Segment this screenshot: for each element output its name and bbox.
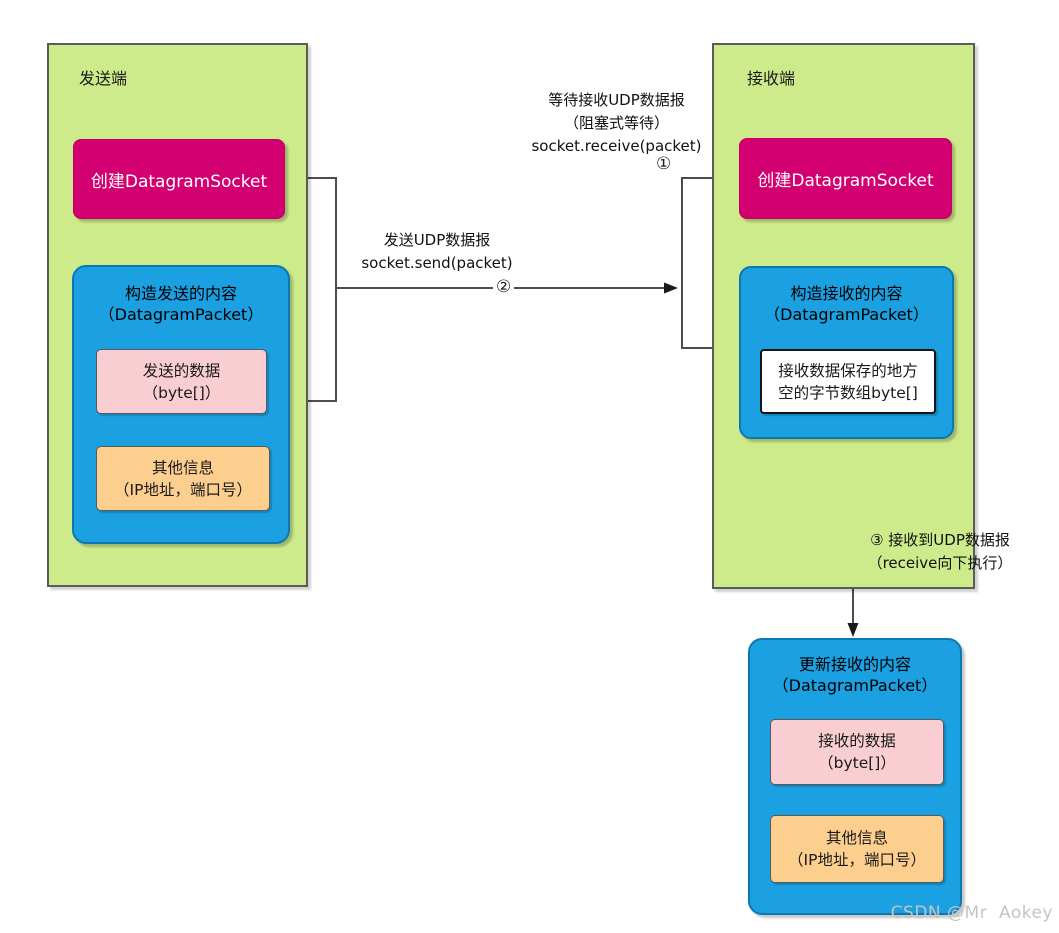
sender-create-socket-box: 创建DatagramSocket: [73, 139, 285, 219]
send-arrow-head: [664, 282, 678, 294]
sender-packet-title: 构造发送的内容 （DatagramPacket）: [98, 284, 264, 324]
updated-data-box: 接收的数据 （byte[]）: [770, 719, 944, 785]
receiver-create-socket-label: 创建DatagramSocket: [757, 171, 934, 191]
receiver-packet-title: 构造接收的内容 （DatagramPacket）: [764, 284, 929, 324]
receiver-buffer-box: 接收数据保存的地方 空的字节数组byte[]: [760, 349, 936, 414]
sender-data-box: 发送的数据 （byte[]）: [96, 349, 267, 414]
receiver-container: 接收端 创建DatagramSocket 构造接收的内容 （DatagramPa…: [712, 43, 975, 589]
receiver-label: 接收端: [747, 69, 796, 88]
receiver-packet-box: 构造接收的内容 （DatagramPacket） 接收数据保存的地方 空的字节数…: [739, 266, 954, 439]
receiver-create-socket-box: 创建DatagramSocket: [739, 138, 952, 219]
step3-arrow-head: [847, 623, 859, 637]
sender-packet-box: 构造发送的内容 （DatagramPacket） 发送的数据 （byte[]） …: [72, 265, 290, 544]
sender-label: 发送端: [79, 69, 128, 88]
updated-packet-box: 更新接收的内容 （DatagramPacket） 接收的数据 （byte[]） …: [748, 638, 962, 915]
updated-info-box: 其他信息 （IP地址，端口号）: [770, 815, 944, 883]
step1-badge: ①: [656, 154, 672, 174]
sender-container: 发送端 创建DatagramSocket 构造发送的内容 （DatagramPa…: [47, 43, 308, 587]
sender-create-socket-label: 创建DatagramSocket: [90, 171, 268, 192]
updated-packet-title: 更新接收的内容 （DatagramPacket）: [772, 655, 938, 695]
sender-elbow-connector: [283, 177, 337, 402]
step3-annotation: ③ 接收到UDP数据报 （receive向下执行）: [867, 531, 1013, 572]
receive-annotation: 等待接收UDP数据报 （阻塞式等待） socket.receive(packet…: [531, 91, 702, 155]
step2-badge: ②: [493, 276, 515, 298]
watermark: CSDN @Mr Aokey: [890, 903, 1053, 923]
receiver-elbow-connector: [681, 177, 737, 349]
send-annotation: 发送UDP数据报 socket.send(packet): [361, 231, 513, 272]
sender-info-box: 其他信息 （IP地址，端口号）: [96, 446, 270, 511]
